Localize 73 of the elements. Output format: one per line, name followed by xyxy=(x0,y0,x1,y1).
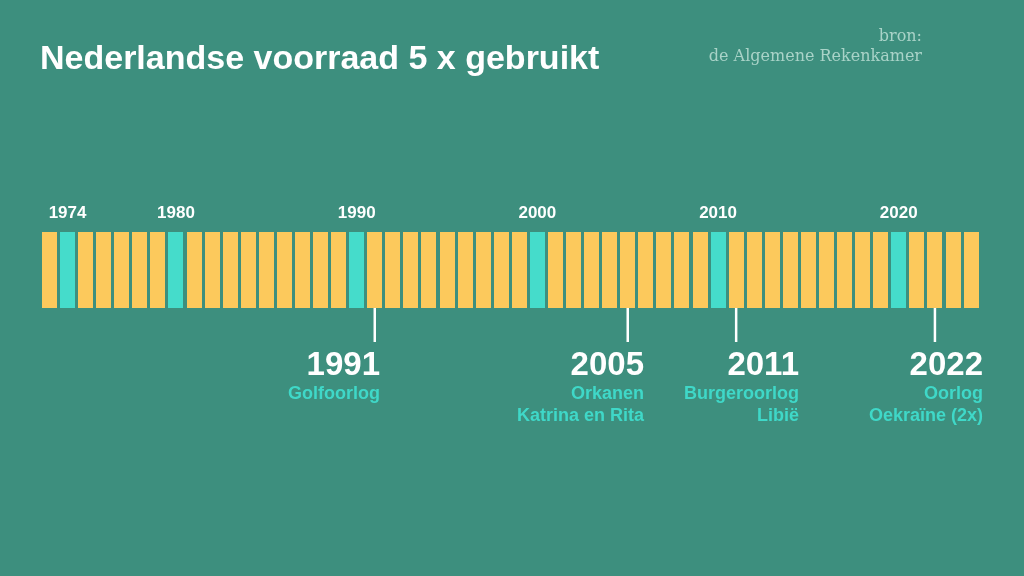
year-bar xyxy=(710,232,726,308)
year-bar xyxy=(222,232,238,308)
year-bar xyxy=(873,232,889,308)
year-bar xyxy=(511,232,527,308)
year-bar xyxy=(529,232,545,308)
year-bar xyxy=(258,232,274,308)
year-bar xyxy=(963,232,979,308)
year-bar xyxy=(204,232,220,308)
leader-line xyxy=(734,308,738,342)
year-bar xyxy=(186,232,202,308)
year-bar xyxy=(421,232,437,308)
year-label: 2000 xyxy=(518,203,557,223)
year-bar xyxy=(764,232,780,308)
year-bar xyxy=(728,232,744,308)
leader-line xyxy=(373,308,376,342)
year-bar xyxy=(674,232,690,308)
source-label: bron: xyxy=(878,26,922,45)
year-bar xyxy=(78,232,94,308)
year-label: 2020 xyxy=(879,203,918,223)
event-description: Oorlog Oekraïne (2x) xyxy=(867,382,983,426)
year-bar xyxy=(620,232,636,308)
leader-line xyxy=(933,308,937,342)
year-bar xyxy=(132,232,148,308)
source-text: de Algemene Rekenkamer xyxy=(708,46,922,65)
event-year: 2022 xyxy=(908,346,983,382)
event-year: 1991 xyxy=(305,346,380,382)
year-bar xyxy=(927,232,943,308)
year-bar xyxy=(566,232,581,308)
event-description: Burgeroorlog Libië xyxy=(683,382,799,426)
year-bar xyxy=(638,232,654,308)
year-bar xyxy=(349,232,365,308)
year-bar xyxy=(475,232,491,308)
year-bar xyxy=(240,232,256,308)
year-bar xyxy=(60,232,76,308)
year-bar xyxy=(493,232,509,308)
year-bar xyxy=(945,232,961,308)
year-bar xyxy=(909,232,925,308)
event-description: Golfoorlog xyxy=(287,382,380,404)
year-label: 1990 xyxy=(337,203,376,223)
year-bar xyxy=(331,232,347,308)
title: Nederlandse voorraad 5 x gebruikt xyxy=(40,38,600,77)
year-bar xyxy=(891,232,907,308)
year-bar xyxy=(96,232,112,308)
year-bar xyxy=(547,232,563,308)
year-label: 2010 xyxy=(699,203,737,223)
year-bar xyxy=(276,232,292,308)
year-bar xyxy=(403,232,419,308)
year-bar xyxy=(782,232,798,308)
year-bar xyxy=(819,232,834,308)
year-bar xyxy=(457,232,473,308)
year-bar xyxy=(385,232,401,308)
year-bar xyxy=(855,232,871,308)
year-bar xyxy=(42,232,57,308)
year-bar xyxy=(294,232,310,308)
event-year: 2011 xyxy=(726,346,799,382)
year-bar xyxy=(168,232,184,308)
leader-line xyxy=(626,308,629,342)
year-bar xyxy=(313,232,329,308)
year-bar xyxy=(602,232,618,308)
year-bar xyxy=(367,232,383,308)
year-bar xyxy=(439,232,455,308)
year-label: 1980 xyxy=(157,203,195,223)
year-bar xyxy=(656,232,672,308)
year-bar xyxy=(584,232,600,308)
year-bar xyxy=(114,232,130,308)
year-bar xyxy=(150,232,166,308)
event-year: 2005 xyxy=(569,346,644,382)
year-bar xyxy=(837,232,853,308)
year-bar xyxy=(800,232,816,308)
year-label: 1974 xyxy=(48,203,87,223)
year-bar xyxy=(746,232,762,308)
year-bar xyxy=(692,232,708,308)
event-description: Orkanen Katrina en Rita xyxy=(515,382,644,426)
